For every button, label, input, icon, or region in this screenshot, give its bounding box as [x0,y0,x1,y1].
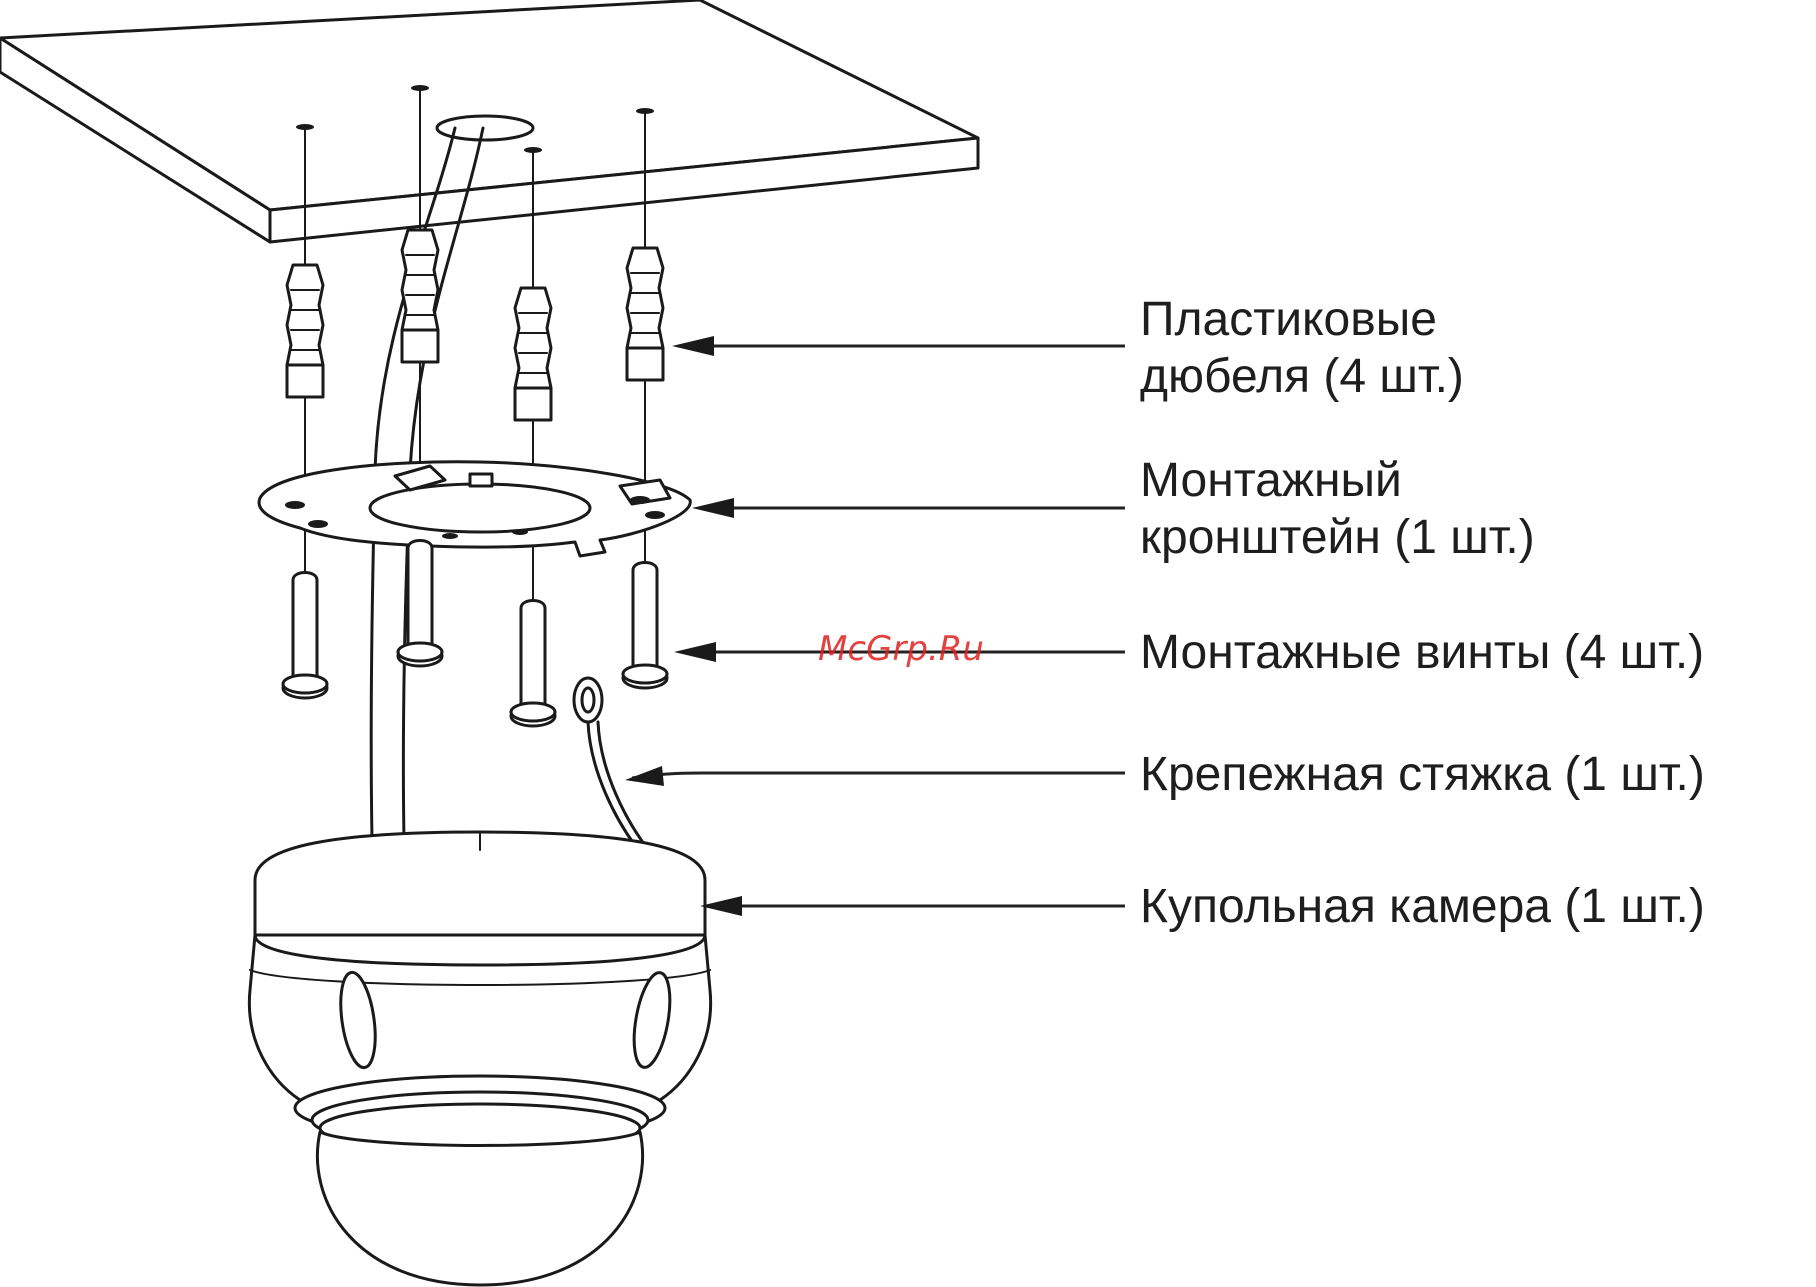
label-anchors-line2: дюбеля (4 шт.) [1140,350,1464,403]
ceiling-board [0,0,978,242]
screw [511,601,555,727]
label-screws: Монтажные винты (4 шт.) [1140,626,1704,679]
mounting-bracket [259,462,690,556]
callout-labels: Пластиковые дюбеля (4 шт.) Монтажный кро… [1140,293,1705,933]
label-bracket-line2: кронштейн (1 шт.) [1140,511,1535,564]
dome-camera [249,832,710,1285]
screw [283,573,327,699]
safety-tether [574,678,650,852]
anchor [627,248,663,380]
anchor [287,265,323,397]
label-tether: Крепежная стяжка (1 шт.) [1140,748,1705,801]
label-anchors-line1: Пластиковые [1140,293,1437,346]
label-camera: Купольная камера (1 шт.) [1140,880,1705,933]
leader-lines [625,336,1125,916]
anchor [402,230,438,362]
anchor [515,288,551,420]
mounting-screws [283,541,667,727]
watermark-text: McGrp.Ru [818,629,984,669]
label-bracket-line1: Монтажный [1140,454,1402,507]
plastic-anchors [287,230,663,420]
screw [623,563,667,689]
